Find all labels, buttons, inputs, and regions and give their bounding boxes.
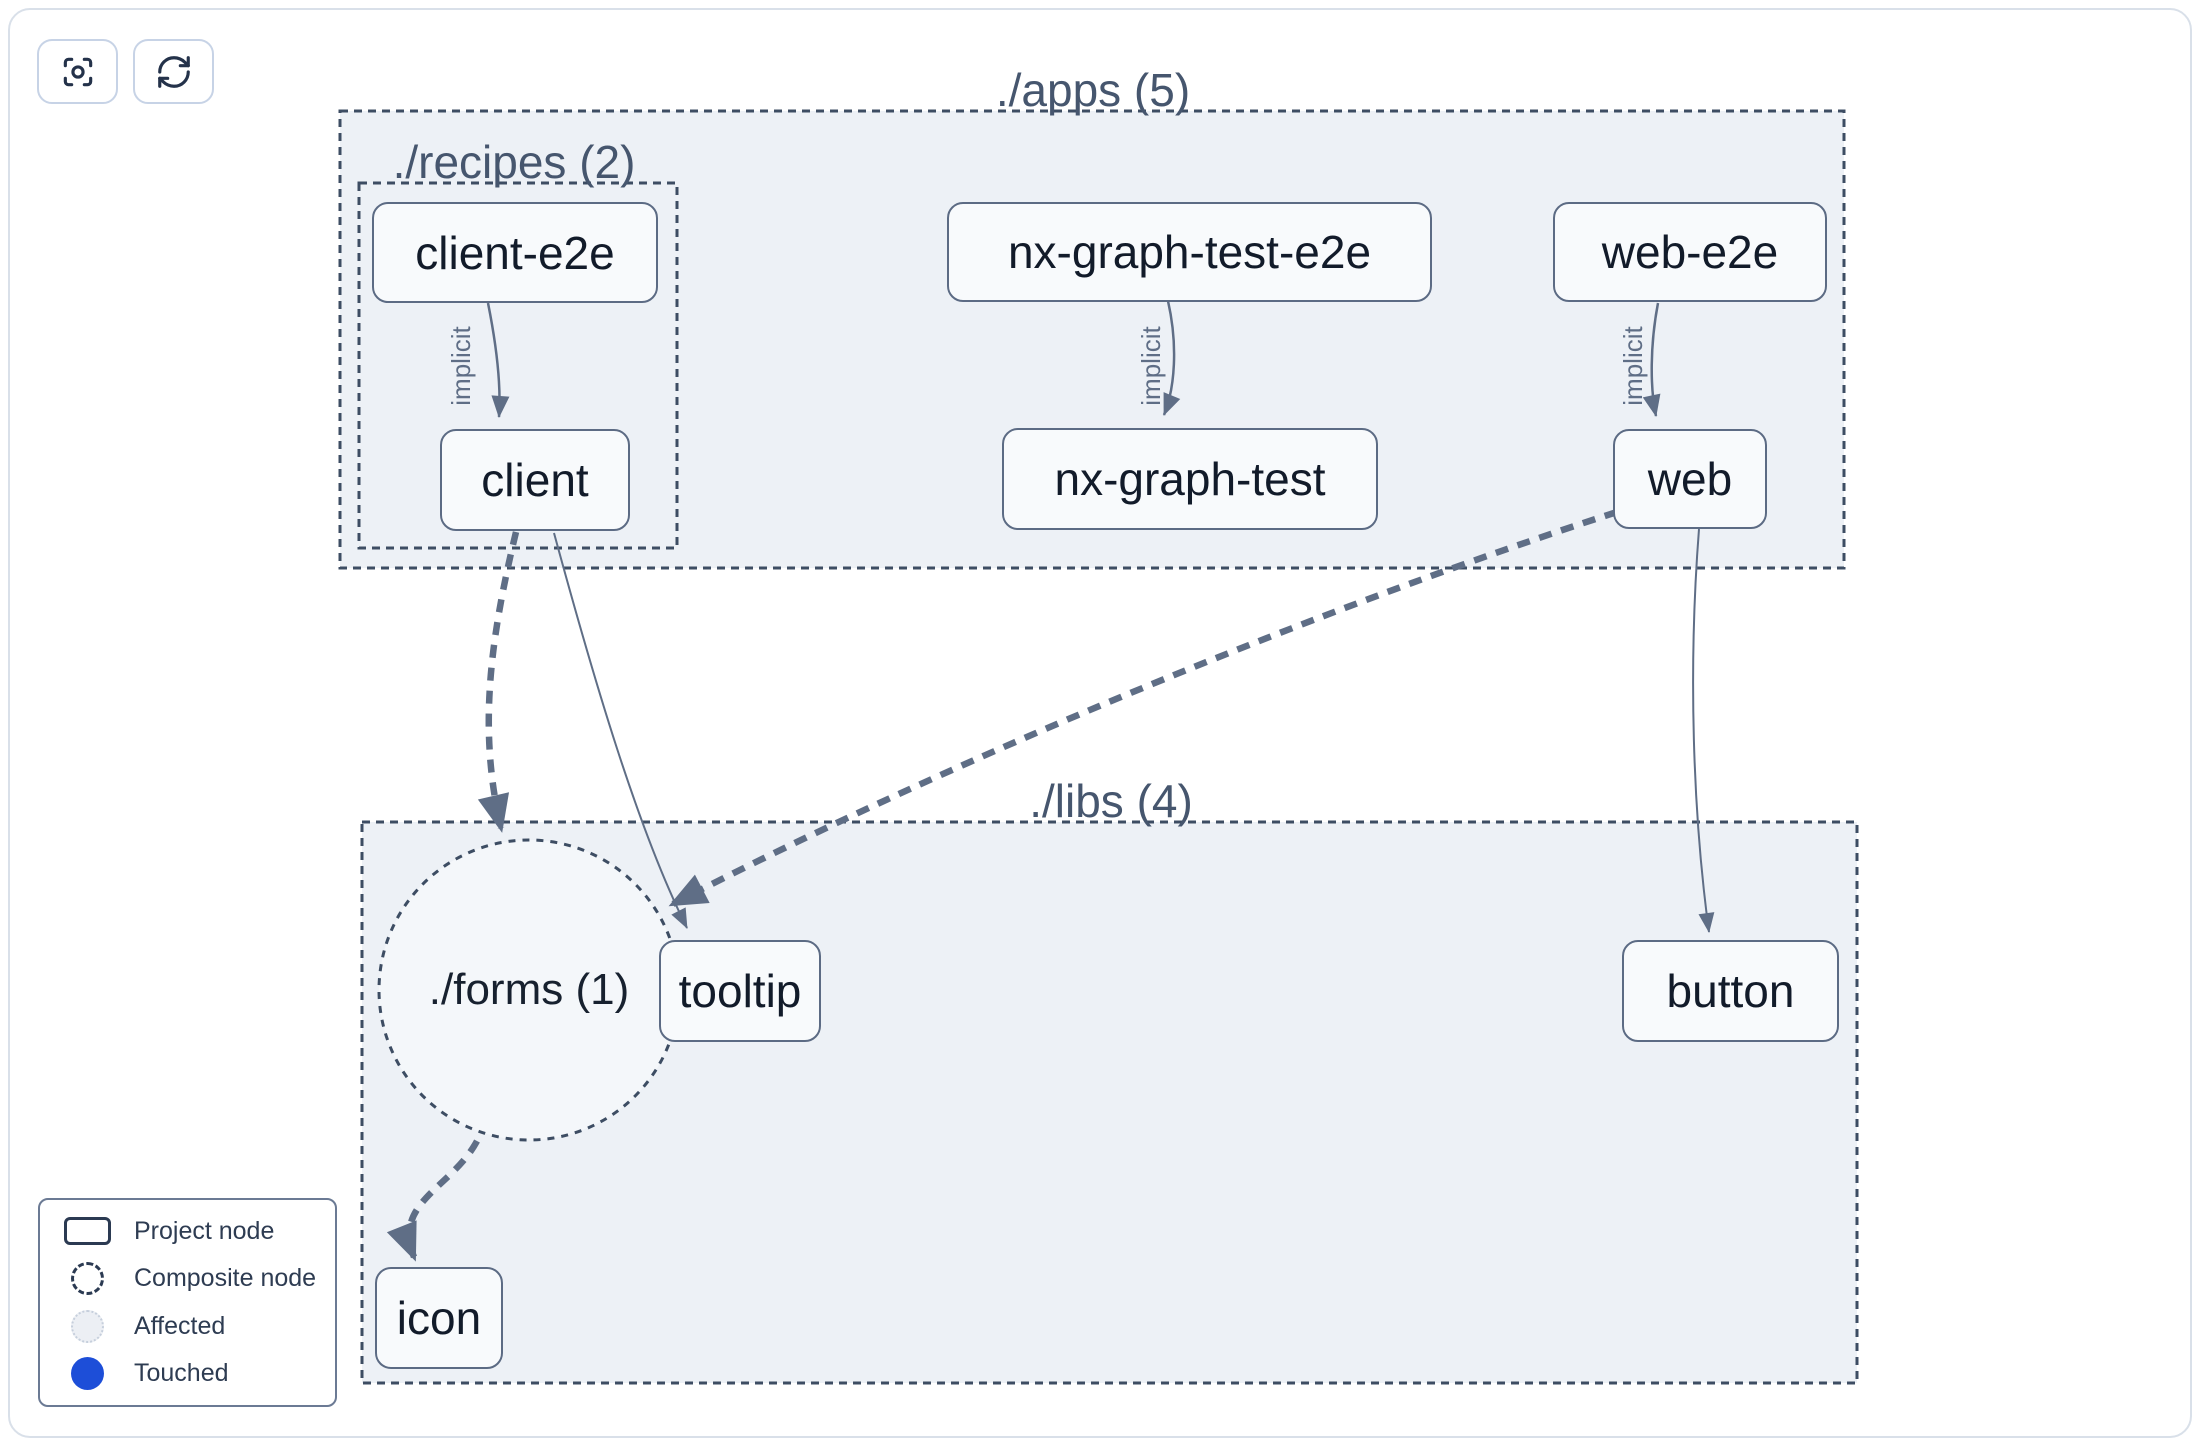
node-client[interactable]: client bbox=[440, 429, 630, 531]
node-nx-graph-test-e2e[interactable]: nx-graph-test-e2e bbox=[947, 202, 1432, 302]
node-icon[interactable]: icon bbox=[375, 1267, 503, 1369]
legend-row-project-node: Project node bbox=[40, 1209, 335, 1253]
composite-node-swatch-icon bbox=[40, 1262, 134, 1296]
edge-label-implicit-client: implicit bbox=[446, 326, 476, 406]
affected-swatch-icon bbox=[40, 1309, 134, 1343]
edge-client-e2e-to-client bbox=[486, 302, 510, 418]
composite-node-forms-label[interactable]: ./forms (1) bbox=[428, 965, 630, 1014]
edge-forms-to-icon bbox=[386, 1139, 480, 1262]
refresh-icon bbox=[157, 55, 190, 88]
edge-client-to-tooltip bbox=[553, 532, 688, 929]
node-button[interactable]: button bbox=[1622, 940, 1839, 1042]
node-nx-graph-test[interactable]: nx-graph-test bbox=[1002, 428, 1378, 530]
edge-web-e2e-to-web bbox=[1642, 302, 1661, 417]
focus-icon bbox=[63, 57, 92, 86]
edge-label-implicit-nx-graph-test: implicit bbox=[1136, 326, 1166, 406]
node-client-e2e[interactable]: client-e2e bbox=[372, 202, 658, 303]
project-node-swatch-icon bbox=[40, 1217, 134, 1246]
legend-row-touched: Touched bbox=[40, 1352, 335, 1396]
group-label-recipes[interactable]: ./recipes (2) bbox=[392, 136, 636, 188]
legend-label: Project node bbox=[134, 1216, 275, 1245]
legend-row-composite-node: Composite node bbox=[40, 1257, 335, 1301]
group-label-apps[interactable]: ./apps (5) bbox=[995, 64, 1191, 116]
node-web[interactable]: web bbox=[1613, 429, 1767, 529]
edge-client-to-forms bbox=[477, 531, 520, 833]
legend-row-affected: Affected bbox=[40, 1304, 335, 1348]
legend-label: Touched bbox=[134, 1359, 229, 1388]
legend: Project node Composite node Affected Tou… bbox=[38, 1198, 337, 1407]
group-box-recipes bbox=[357, 181, 679, 550]
legend-label: Composite node bbox=[134, 1264, 317, 1293]
edge-label-implicit-web: implicit bbox=[1618, 326, 1648, 406]
center-graph-button[interactable] bbox=[37, 39, 118, 104]
edge-web-to-forms bbox=[668, 508, 1619, 907]
node-tooltip[interactable]: tooltip bbox=[659, 940, 821, 1042]
touched-swatch-icon bbox=[40, 1357, 134, 1391]
edge-web-to-button bbox=[1692, 528, 1715, 933]
edge-nx-graph-test-e2e-to-nx-graph-test bbox=[1162, 300, 1181, 416]
node-web-e2e[interactable]: web-e2e bbox=[1553, 202, 1827, 302]
refresh-graph-button[interactable] bbox=[133, 39, 214, 104]
graph-toolbar bbox=[37, 39, 214, 104]
legend-label: Affected bbox=[134, 1311, 226, 1340]
group-label-libs[interactable]: ./libs (4) bbox=[1029, 775, 1193, 827]
